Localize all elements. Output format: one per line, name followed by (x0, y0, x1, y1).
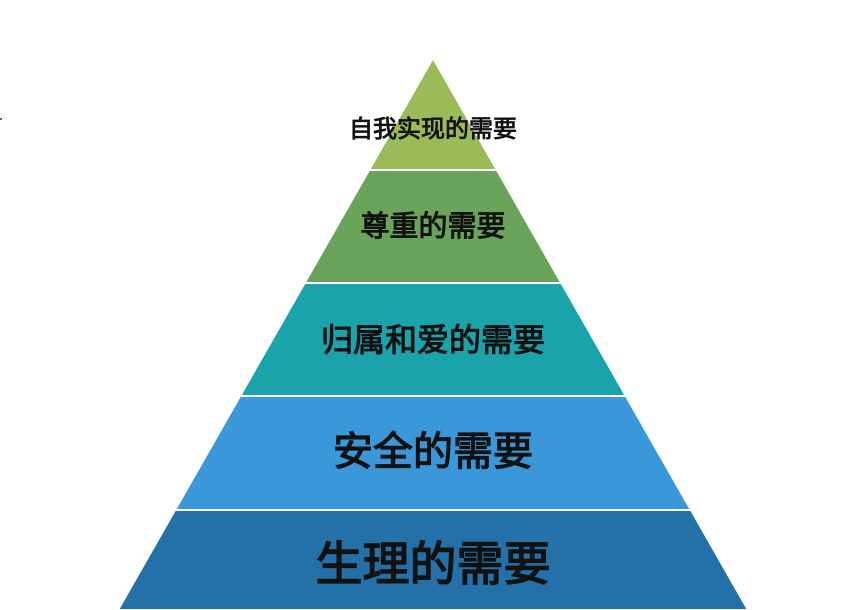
tier-physiological (116, 509, 750, 610)
tier-label-esteem: 尊重的需要 (360, 209, 505, 243)
tier-self-actualization (367, 55, 499, 171)
tier-label-safety: 安全的需要 (333, 429, 533, 475)
tier-label-physiological: 生理的需要 (316, 538, 551, 593)
tier-label-belonging: 归属和爱的需要 (321, 321, 545, 359)
pyramid-tiers (116, 55, 750, 610)
stray-mark (0, 118, 2, 120)
tier-label-self-actualization: 自我实现的需要 (349, 115, 517, 143)
